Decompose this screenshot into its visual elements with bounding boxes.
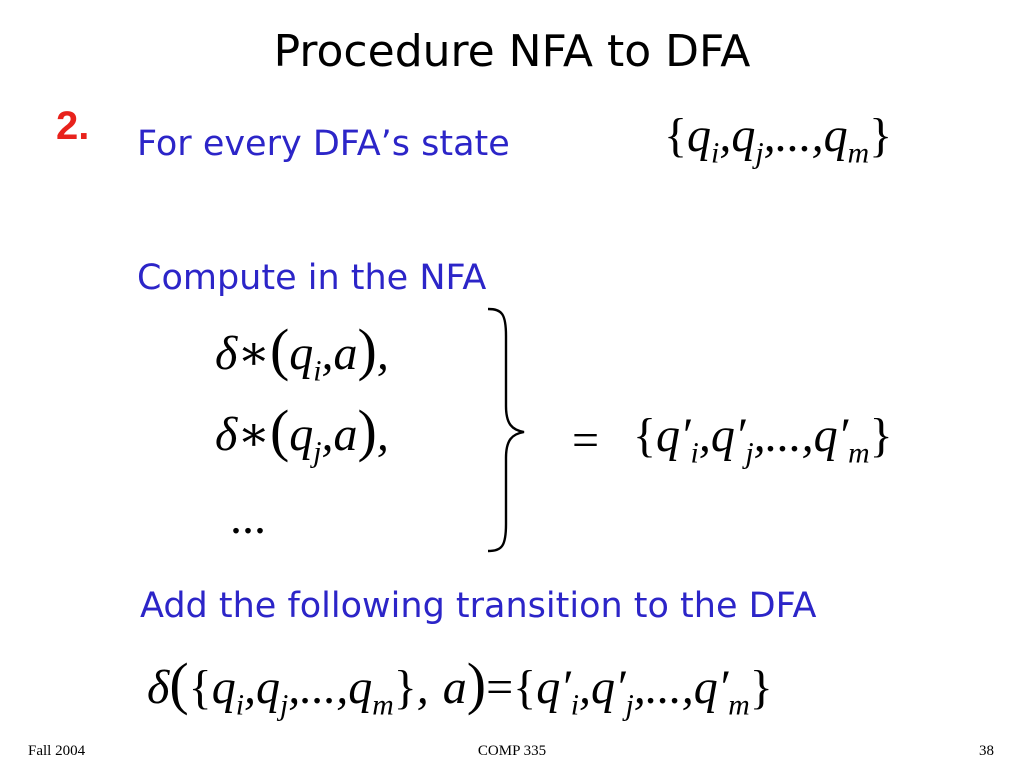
compute-text: Compute in the NFA (137, 258, 487, 298)
right-brace (487, 307, 525, 553)
dfa-transition-formula: δ({qi,qj,...,qm},a)={q′i,q′j,...,q′m} (147, 651, 773, 722)
step-number: 2. (56, 104, 90, 148)
footer-page-number: 38 (979, 743, 994, 759)
delta-star-qj: δ∗(qj,a), (215, 398, 389, 469)
footer-course: COMP 335 (477, 743, 547, 759)
footer-date: Fall 2004 (28, 743, 86, 759)
ellipsis: ... (230, 491, 266, 544)
result-state-set: {q′i,q′j,...,q′m} (633, 409, 893, 470)
delta-star-qi: δ∗(qi,a), (215, 317, 389, 388)
equals-sign: = (572, 414, 600, 467)
step-text: For every DFA’s state (137, 124, 510, 164)
add-transition-text: Add the following transition to the DFA (140, 586, 817, 626)
slide-title: Procedure NFA to DFA (273, 26, 751, 77)
dfa-state-set: {qi,qj,...,qm} (664, 109, 893, 170)
